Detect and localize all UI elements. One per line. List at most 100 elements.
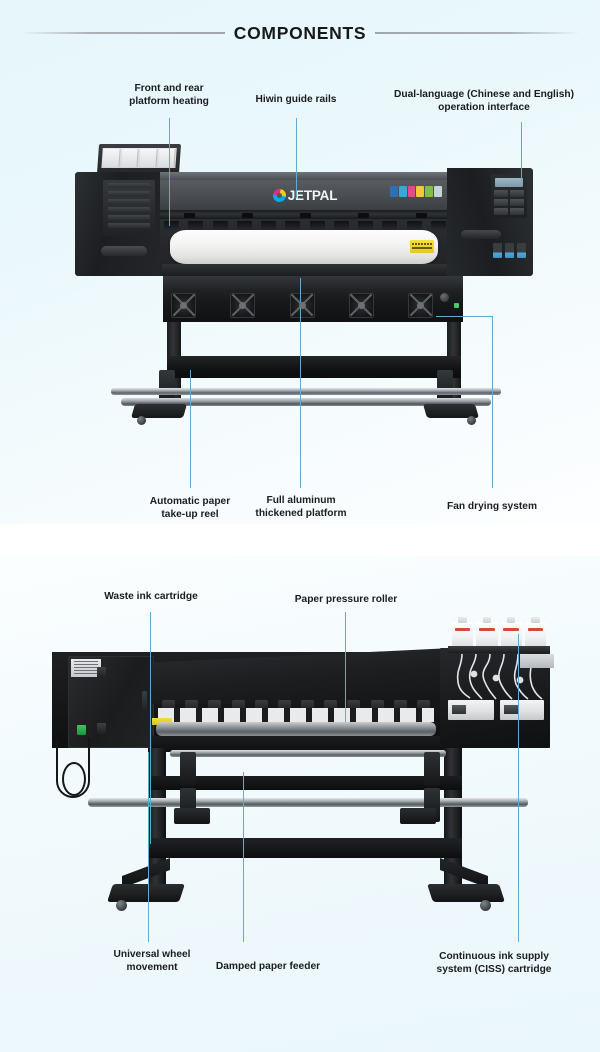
printer-rear-view-photo: [52, 612, 558, 942]
fan-icon: [408, 292, 433, 318]
header-rule-left: [19, 32, 225, 34]
callout-label-paper-pressure-roller: Paper pressure roller: [294, 594, 398, 605]
caster-wheel-left: [137, 416, 146, 425]
callout-label-platform-heating: Front and rear platform heating: [129, 83, 209, 108]
ink-bottle: [452, 617, 474, 648]
fan-drying-housing: [163, 276, 463, 322]
leader-line-aluminum-platform: [300, 278, 301, 488]
operation-control-panel[interactable]: [491, 174, 527, 218]
fan-icon: [230, 292, 256, 318]
callout-label-universal-wheel: Universal wheel movement: [113, 949, 191, 974]
rear-upper-beam: [148, 776, 462, 790]
media-roll: [170, 230, 438, 264]
printer-front-view-photo: JETPAL: [55, 140, 555, 460]
control-buttons[interactable]: [494, 190, 524, 215]
leader-line-guide-rails: [296, 118, 297, 198]
leader-line-ciss-cartridge: [518, 634, 519, 942]
waste-ink-access-door[interactable]: [68, 656, 154, 748]
feeder-clamp: [180, 752, 196, 786]
fan-icon: [289, 292, 315, 318]
universal-caster-wheel-right: [480, 900, 491, 911]
rear-lower-beam: [148, 838, 462, 858]
page-title: COMPONENTS: [233, 22, 367, 43]
media-holder-slots: [101, 148, 177, 168]
door-handle[interactable]: [142, 691, 147, 711]
front-sill: [162, 264, 448, 276]
power-cord-coil: [62, 762, 86, 796]
power-cord: [56, 738, 90, 798]
take-up-reel-arm-left: [159, 370, 175, 404]
caster-wheel-right: [467, 416, 476, 425]
left-handle: [101, 246, 147, 256]
right-handle: [461, 230, 501, 239]
fan-icon: [348, 292, 374, 318]
leader-line-fan-drying-horizontal: [436, 316, 492, 317]
header-rule-right: [375, 32, 581, 34]
rail-mounts: [160, 212, 450, 218]
door-hinge-bottom: [97, 723, 106, 734]
feeder-rod-upper: [170, 750, 446, 757]
power-switch[interactable]: [77, 725, 86, 735]
body-top-edge: [160, 172, 450, 180]
leader-line-waste-ink-cartridge: [150, 612, 151, 844]
ciss-shelf: [448, 646, 550, 653]
page-header: COMPONENTS: [0, 18, 600, 48]
fan-housing-top: [163, 276, 463, 290]
leader-line-operation-interface: [521, 122, 522, 182]
section-divider: [0, 524, 600, 560]
take-up-reel-rod-lower: [121, 398, 491, 406]
port-sockets: [493, 240, 527, 258]
feeder-clamp: [424, 752, 440, 786]
jetpal-logo: JETPAL: [272, 188, 337, 203]
paper-pressure-roller: [156, 722, 436, 736]
lcd-display: [495, 178, 523, 187]
ink-bottle: [500, 617, 522, 648]
callout-label-take-up-reel: Automatic paper take-up reel: [149, 496, 231, 521]
damper-block-right: [400, 808, 436, 824]
rear-lower-panel: [152, 736, 452, 752]
printer-main-body: JETPAL: [160, 172, 450, 276]
leader-line-platform-heating: [169, 118, 170, 226]
caution-label: [152, 718, 172, 725]
callout-label-damped-paper-feeder: Damped paper feeder: [215, 961, 321, 972]
callout-label-aluminum-platform: Full aluminum thickened platform: [255, 495, 347, 520]
specification-label: [71, 659, 101, 677]
fan-control-knob[interactable]: [440, 293, 449, 302]
fan-icon: [171, 292, 196, 318]
ciss-ink-bottles: [452, 617, 546, 648]
callout-label-fan-drying-system: Fan drying system: [446, 501, 538, 512]
paper-pressure-roller-bed: [158, 708, 434, 722]
door-hinge-top: [97, 667, 106, 678]
ink-supply-tubes: [450, 654, 548, 700]
power-led-indicator: [454, 303, 459, 308]
callout-label-operation-interface: Dual-language (Chinese and English) oper…: [394, 89, 574, 114]
ink-bottle: [476, 617, 498, 648]
leader-line-fan-drying-vertical: [492, 316, 493, 488]
take-up-reel-arm-right: [437, 370, 453, 404]
universal-caster-wheel-left: [116, 900, 127, 911]
callout-label-ciss-cartridge: Continuous ink supply system (CISS) cart…: [436, 951, 552, 976]
drying-fan-array: [171, 292, 433, 318]
logo-swirl-icon: [272, 188, 286, 202]
printer-right-end-cap: [447, 168, 533, 276]
color-chip-strip: [390, 186, 442, 197]
printer-left-end-cap: [75, 172, 163, 276]
leader-line-universal-wheel: [148, 752, 149, 942]
platen-pinch-rollers: [164, 221, 446, 233]
stand-crossbar: [167, 356, 461, 378]
left-vent-grille: [103, 180, 155, 236]
damper-block-left: [174, 808, 210, 824]
take-up-reel-rod-upper: [111, 388, 501, 395]
leader-line-damped-paper-feeder: [243, 772, 244, 942]
damped-paper-feeder-rod: [88, 798, 528, 807]
ink-bottle: [524, 617, 546, 648]
ink-damper-right: [500, 700, 544, 720]
callout-label-guide-rails: Hiwin guide rails: [255, 94, 337, 105]
rear-stand-foot-right: [427, 884, 505, 902]
leader-line-paper-pressure-roller: [345, 612, 346, 722]
warning-sticker: [410, 240, 434, 253]
leader-line-take-up-reel: [190, 370, 191, 488]
callout-label-waste-ink-cartridge: Waste ink cartridge: [104, 591, 198, 602]
ciss-spec-label: [520, 654, 554, 668]
